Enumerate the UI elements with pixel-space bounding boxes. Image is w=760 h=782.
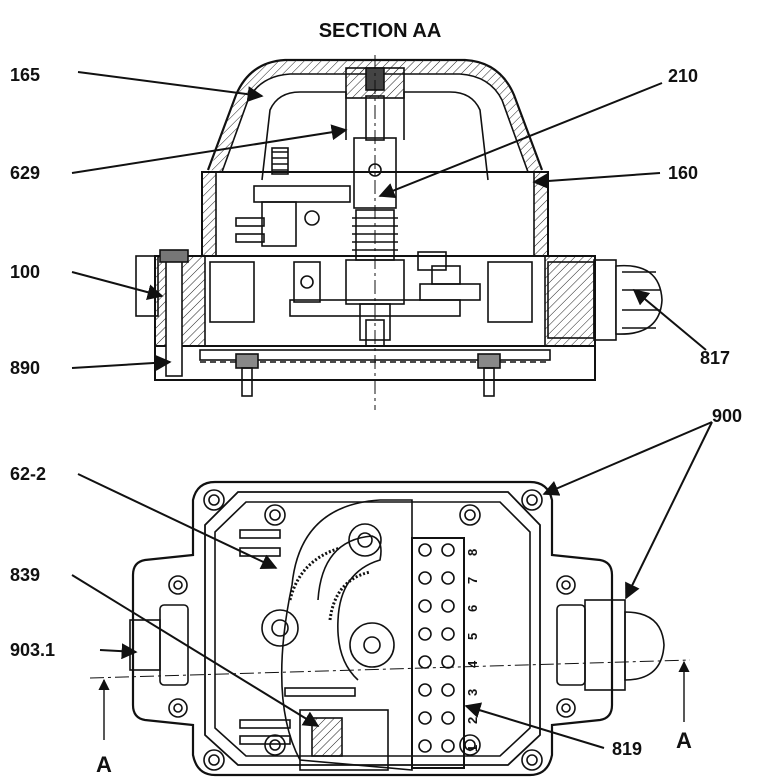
- terminal-number: 8: [465, 549, 480, 556]
- section-view: [135, 55, 663, 410]
- callout-629: 629: [10, 163, 40, 183]
- terminal-numbers: 8 7 6 5 4 3 2 1: [465, 549, 480, 752]
- callout-100: 100: [10, 262, 40, 282]
- callout-labels: 165 210 629 160 100 817 890 900 62-2 839…: [10, 65, 742, 759]
- section-title: SECTION AA: [319, 20, 442, 42]
- callout-819: 819: [612, 739, 642, 759]
- callout-817: 817: [700, 348, 730, 368]
- callout-903-1: 903.1: [10, 640, 55, 660]
- terminal-number: 5: [465, 633, 480, 640]
- terminal-number: 7: [465, 577, 480, 584]
- terminal-number: 1: [465, 745, 480, 752]
- section-mark-left: A: [96, 752, 112, 777]
- section-line: [89, 659, 691, 740]
- leader-lines: [71, 71, 713, 749]
- top-view: [129, 480, 665, 777]
- section-mark-right: A: [676, 728, 692, 753]
- terminal-number: 4: [465, 660, 480, 668]
- callout-160: 160: [668, 163, 698, 183]
- callout-839: 839: [10, 565, 40, 585]
- callout-210: 210: [668, 66, 698, 86]
- callout-900: 900: [712, 406, 742, 426]
- terminal-screws: [418, 543, 455, 753]
- callout-62-2: 62-2: [10, 464, 46, 484]
- terminal-number: 6: [465, 605, 480, 612]
- callout-165: 165: [10, 65, 40, 85]
- terminal-number: 2: [465, 717, 480, 724]
- terminal-number: 3: [465, 689, 480, 696]
- callout-890: 890: [10, 358, 40, 378]
- corner-screws: [168, 489, 576, 771]
